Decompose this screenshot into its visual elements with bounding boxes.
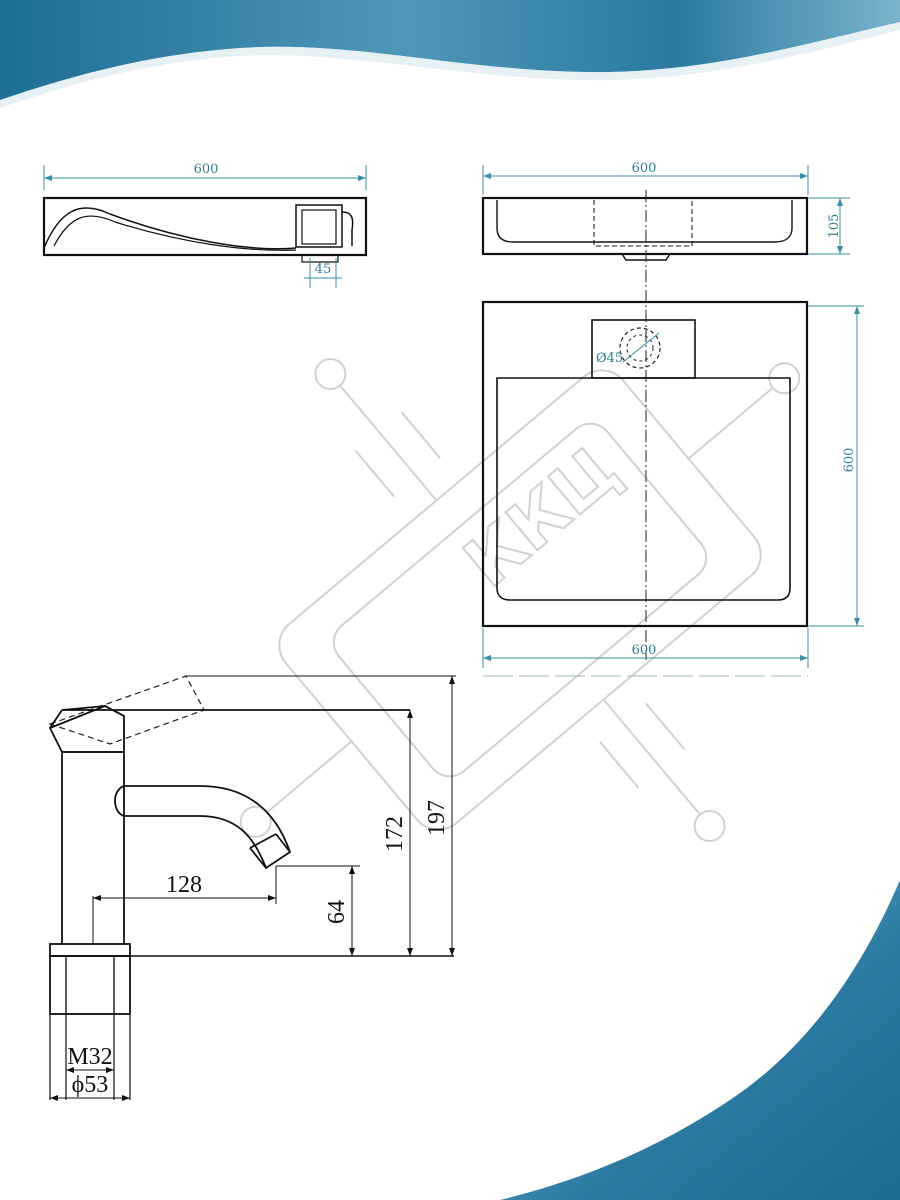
top-depth-label: 600 [842, 448, 857, 473]
faucet-view: 128 64 172 197 M32 ϕ53 [48, 675, 456, 1101]
front-height-label: 105 [827, 214, 842, 239]
base-diameter-label: ϕ53 [72, 1072, 109, 1098]
top-view-outline [481, 300, 809, 628]
top-width-label: 600 [632, 643, 657, 658]
total-height-label: 197 [424, 800, 450, 836]
basin-side-view: 600 45 [42, 162, 368, 288]
thread-label: M32 [67, 1044, 112, 1070]
front-view-outline [481, 196, 809, 256]
spout [124, 785, 292, 870]
lever [48, 705, 410, 753]
faucet-base [49, 943, 131, 957]
spout-reach-label: 128 [166, 872, 202, 898]
basin-front-view: 600 105 [481, 161, 850, 261]
basin-top-view: Ø45 600 600 [481, 300, 864, 677]
bottom-wave-decoration [500, 880, 900, 1200]
spout-height-label: 64 [324, 900, 350, 924]
top-wave-highlight [0, 22, 900, 108]
side-width-label: 600 [194, 162, 219, 177]
drain-diameter-label: Ø45 [596, 351, 623, 366]
faucet-thread [49, 955, 131, 1015]
top-wave-decoration [0, 0, 900, 100]
drain-hole [619, 327, 661, 369]
body-height-label: 172 [382, 816, 408, 852]
side-view-outline [42, 196, 368, 257]
side-drain-label: 45 [315, 262, 332, 277]
front-width-label: 600 [632, 161, 657, 176]
